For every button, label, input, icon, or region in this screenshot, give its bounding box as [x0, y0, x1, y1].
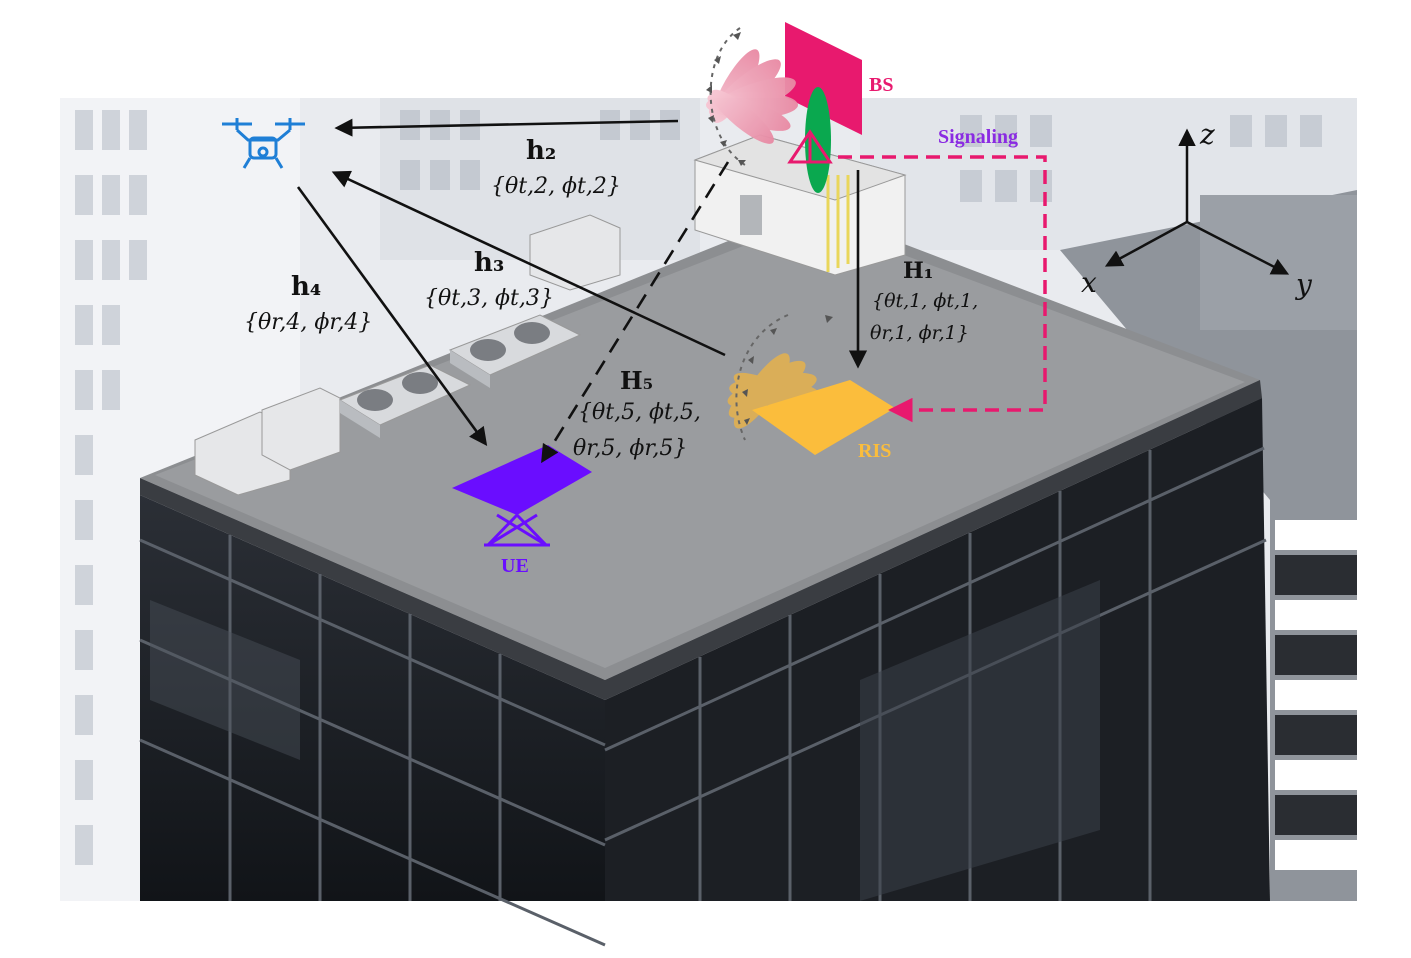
- bs-green-beam: [805, 87, 831, 193]
- h4-arrow: [296, 186, 488, 446]
- ris-label: RIS: [858, 440, 892, 462]
- h3-name: h₃: [474, 248, 505, 278]
- main-building: [139, 208, 1270, 947]
- h2-params: {θt,2, ϕt,2}: [491, 174, 621, 199]
- h4-params: {θr,4, ϕr,4}: [244, 310, 373, 335]
- bs-label: BS: [869, 74, 894, 96]
- h2-name: h₂: [526, 136, 557, 166]
- drone-icon: [222, 118, 305, 169]
- axis-z-label: z: [1200, 118, 1215, 151]
- bs-panel-icon: [785, 22, 862, 135]
- channel-arrows: [296, 118, 868, 464]
- ris-node: [727, 314, 895, 455]
- h2-arrow: [334, 118, 679, 137]
- signaling-path: [838, 155, 1047, 423]
- h5-params-line1: {θt,5, ϕt,5,: [578, 400, 701, 425]
- h1-params-line1: {θt,1, ϕt,1,: [872, 290, 979, 312]
- ris-panel-icon: [752, 380, 895, 455]
- axis-x-label: x: [1081, 266, 1097, 299]
- h5-name: H₅: [620, 366, 654, 395]
- h3-arrow: [331, 170, 726, 357]
- signaling-label: Signaling: [938, 126, 1019, 148]
- bs-node: [706, 22, 862, 193]
- coordinate-axes: [1104, 128, 1290, 275]
- h1-name: H₁: [903, 258, 934, 284]
- ue-label: UE: [501, 555, 529, 577]
- h4-name: h₄: [291, 272, 322, 302]
- rooftop-equipment: [194, 134, 907, 496]
- h5-params-line2: θr,5, ϕr,5}: [573, 436, 688, 461]
- axis-y-label: y: [1296, 268, 1312, 301]
- h3-params: {θt,3, ϕt,3}: [424, 286, 554, 311]
- h1-params-line2: θr,1, ϕr,1}: [870, 322, 969, 344]
- bs-beam-pattern: [706, 49, 798, 144]
- h5-arrow: [541, 161, 730, 464]
